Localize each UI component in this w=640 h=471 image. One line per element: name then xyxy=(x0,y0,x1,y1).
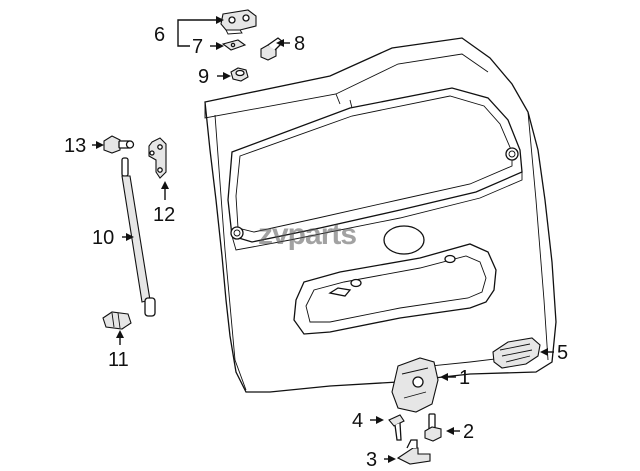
ball-stud-lower-part xyxy=(102,311,132,330)
latch-assembly-part xyxy=(391,357,439,413)
callout-6: 6 xyxy=(154,24,165,46)
callout-1: 1 xyxy=(459,367,470,389)
strut-bracket-part xyxy=(148,137,167,179)
callout-8: 8 xyxy=(294,33,305,55)
callout-3: 3 xyxy=(366,449,377,471)
ball-stud-upper-part xyxy=(103,135,135,154)
nut-part xyxy=(230,67,249,82)
callout-5: 5 xyxy=(557,342,568,364)
callout-13: 13 xyxy=(64,135,86,157)
callout-2: 2 xyxy=(463,421,474,443)
callout-11: 11 xyxy=(108,349,129,371)
liftgate-panel xyxy=(204,37,557,393)
callout-10: 10 xyxy=(92,227,114,249)
callout-4: 4 xyxy=(352,410,363,432)
lift-support-strut-part xyxy=(121,157,156,317)
hinge-shim-part xyxy=(221,39,247,51)
callout-9: 9 xyxy=(198,66,209,88)
leader-lines xyxy=(92,16,554,463)
hinge-assembly-part xyxy=(220,9,257,35)
striker-part xyxy=(396,439,431,465)
bolt-part xyxy=(424,413,442,442)
watermark-logo: zvparts xyxy=(258,218,356,251)
hinge-bolt-part xyxy=(260,37,284,61)
callout-12: 12 xyxy=(153,204,175,226)
handle-switch-part xyxy=(492,337,541,369)
callout-7: 7 xyxy=(192,36,203,58)
screw-part xyxy=(388,414,405,441)
